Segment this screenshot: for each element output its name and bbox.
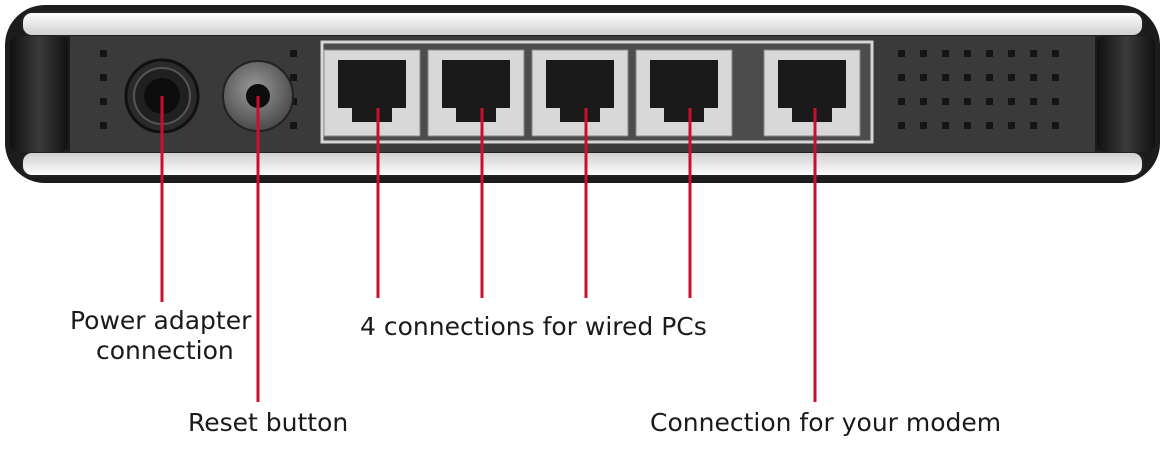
vent-hole — [986, 122, 993, 129]
vent-hole — [100, 122, 107, 129]
vent-hole — [964, 122, 971, 129]
wired-pc-port — [635, 49, 733, 137]
vent-hole — [898, 122, 905, 129]
power-adapter-label: Power adapter connection — [70, 306, 251, 366]
vent-hole — [986, 50, 993, 57]
modem-port — [763, 49, 861, 137]
vent-hole — [920, 74, 927, 81]
vent-hole — [1030, 98, 1037, 105]
vent-hole — [942, 74, 949, 81]
vent-hole — [986, 74, 993, 81]
vent-hole — [1052, 122, 1059, 129]
vent-hole — [290, 122, 297, 129]
vent-hole — [1008, 74, 1015, 81]
vent-grille — [100, 50, 1059, 129]
vent-hole — [1030, 122, 1037, 129]
vent-hole — [290, 50, 297, 57]
wired-pc-port — [531, 49, 629, 137]
vent-hole — [1052, 98, 1059, 105]
vent-hole — [964, 50, 971, 57]
power-adapter-label-line1: Power adapter — [70, 306, 252, 335]
vent-hole — [1030, 74, 1037, 81]
vent-hole — [1008, 122, 1015, 129]
reset-button-label: Reset button — [188, 408, 349, 437]
vent-hole — [986, 98, 993, 105]
vent-hole — [100, 74, 107, 81]
vent-hole — [942, 98, 949, 105]
wired-pc-port — [427, 49, 525, 137]
vent-hole — [898, 50, 905, 57]
vent-hole — [1052, 74, 1059, 81]
vent-hole — [100, 98, 107, 105]
wired-pc-port — [323, 49, 421, 137]
vent-hole — [964, 98, 971, 105]
vent-hole — [100, 50, 107, 57]
vent-hole — [898, 74, 905, 81]
vent-hole — [290, 74, 297, 81]
vent-hole — [920, 122, 927, 129]
vent-hole — [920, 50, 927, 57]
vent-hole — [942, 50, 949, 57]
wired-pcs-label: 4 connections for wired PCs — [360, 312, 707, 341]
vent-hole — [920, 98, 927, 105]
vent-hole — [942, 122, 949, 129]
modem-label: Connection for your modem — [650, 408, 1002, 437]
vent-hole — [964, 74, 971, 81]
vent-hole — [1008, 98, 1015, 105]
vent-hole — [1052, 50, 1059, 57]
vent-hole — [898, 98, 905, 105]
vent-hole — [1008, 50, 1015, 57]
power-adapter-label-line2: connection — [96, 336, 234, 365]
vent-hole — [1030, 50, 1037, 57]
